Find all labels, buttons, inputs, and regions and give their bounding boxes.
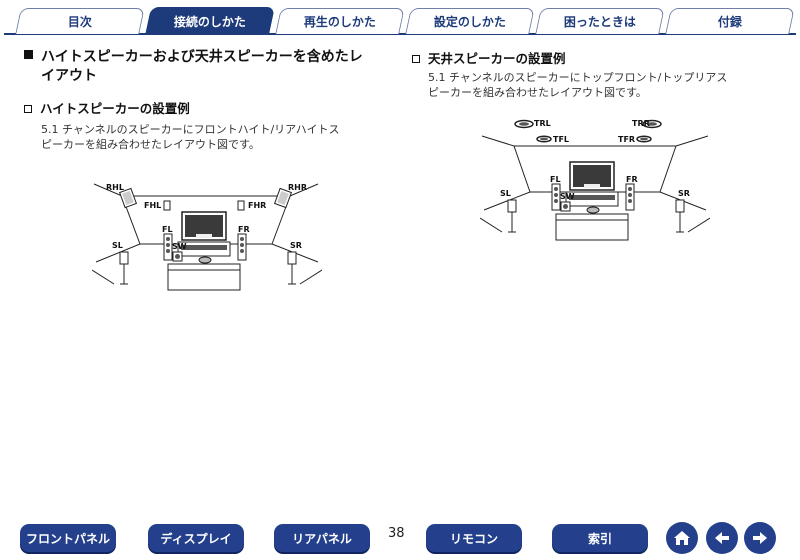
checkbox-bullet-icon: [24, 105, 32, 113]
tab-settings[interactable]: 設定のしかた: [405, 8, 535, 34]
listener-head: [586, 206, 600, 214]
sofa: [555, 213, 629, 241]
home-button[interactable]: [666, 522, 698, 554]
speaker-trr: [642, 119, 662, 129]
av-receiver: [569, 195, 615, 200]
arrow-left-icon: [715, 532, 729, 544]
speaker-rhr: [273, 187, 293, 209]
sofa: [167, 263, 241, 291]
label-trr: TRR: [632, 119, 650, 128]
speaker-tfr: [636, 135, 652, 143]
label-fhr: FHR: [248, 201, 266, 210]
tv: [569, 161, 615, 191]
forward-button[interactable]: [744, 522, 776, 554]
arrow-right-icon: [753, 532, 767, 544]
remote-button[interactable]: リモコン: [426, 524, 522, 552]
back-button[interactable]: [706, 522, 738, 554]
speaker-sr: [287, 251, 297, 285]
ceiling-speaker-layout-diagram: TRL TRR TFL TFR FL FR SW SL SR: [480, 119, 710, 241]
av-receiver: [181, 245, 227, 250]
label-fhl: FHL: [144, 201, 161, 210]
tab-baseline: [4, 33, 796, 35]
label-rhl: RHL: [106, 183, 124, 192]
tab-contents[interactable]: 目次: [15, 8, 145, 34]
speaker-fr: [237, 233, 247, 261]
front-panel-button[interactable]: フロントパネル: [20, 524, 116, 552]
display-button[interactable]: ディスプレイ: [148, 524, 244, 552]
top-tab-bar: 目次 接続のしかた 再生のしかた 設定のしかた 困ったときは 付録: [0, 0, 800, 38]
tab-connections[interactable]: 接続のしかた: [145, 7, 275, 35]
speaker-trl: [514, 119, 534, 129]
speaker-sl: [507, 199, 517, 233]
speaker-fl: [163, 233, 173, 261]
label-tfl: TFL: [553, 135, 569, 144]
speaker-sw: [172, 251, 183, 262]
speaker-fhr: [237, 200, 245, 211]
checkbox-bullet-icon: [412, 55, 420, 63]
label-trl: TRL: [534, 119, 551, 128]
height-speaker-description: 5.1 チャンネルのスピーカーにフロントハイト/リアハイトスピーカーを組み合わせ…: [41, 123, 340, 151]
rear-panel-button[interactable]: リアパネル: [274, 524, 370, 552]
speaker-sr: [675, 199, 685, 233]
ceiling-speaker-description: 5.1 チャンネルのスピーカーにトップフロント/トップリアスピーカーを組み合わせ…: [428, 71, 728, 99]
tab-troubleshooting[interactable]: 困ったときは: [535, 8, 665, 34]
home-icon: [674, 531, 690, 545]
page-number: 38: [388, 526, 405, 541]
square-bullet-icon: [24, 50, 33, 59]
ceiling-speaker-subtitle: 天井スピーカーの設置例: [412, 48, 566, 67]
label-sw: SW: [560, 192, 575, 201]
label-tfr: TFR: [618, 135, 635, 144]
section-title: ハイトスピーカーおよび天井スピーカーを含めたレ イアウト: [24, 48, 394, 86]
speaker-fl: [551, 183, 561, 211]
tv: [181, 211, 227, 241]
height-speaker-layout-diagram: RHL RHR FHL FHR FL FR SW SL SR: [92, 183, 322, 291]
label-sr: SR: [678, 189, 690, 198]
label-sl: SL: [500, 189, 511, 198]
height-speaker-subtitle: ハイトスピーカーの設置例: [24, 98, 190, 117]
listener-head: [198, 256, 212, 264]
speaker-sl: [119, 251, 129, 285]
tab-playback[interactable]: 再生のしかた: [275, 8, 405, 34]
label-sl: SL: [112, 241, 123, 250]
label-sr: SR: [290, 241, 302, 250]
index-button[interactable]: 索引: [552, 524, 648, 552]
label-sw: SW: [172, 242, 187, 251]
speaker-fhl: [163, 200, 171, 211]
speaker-rhl: [118, 187, 138, 209]
speaker-sw: [560, 201, 571, 212]
label-rhr: RHR: [288, 183, 307, 192]
label-fl: FL: [550, 175, 561, 184]
speaker-fr: [625, 183, 635, 211]
label-fr: FR: [626, 175, 638, 184]
label-fl: FL: [162, 225, 173, 234]
tab-appendix[interactable]: 付録: [665, 8, 795, 34]
label-fr: FR: [238, 225, 250, 234]
speaker-tfl: [536, 135, 552, 143]
